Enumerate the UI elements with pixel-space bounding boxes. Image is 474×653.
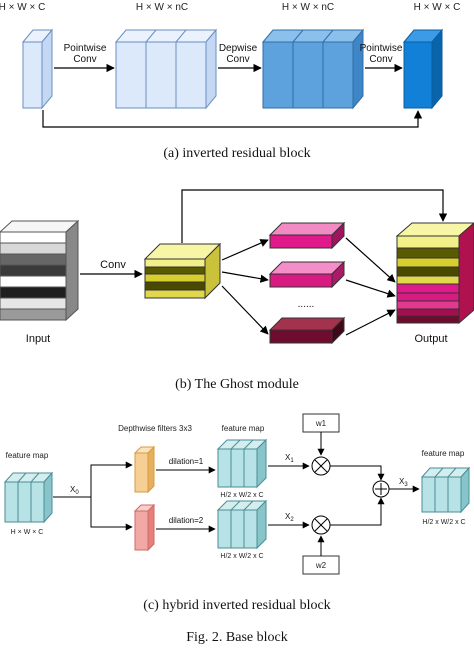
dilation-1-label: dilation=1 [169, 457, 204, 466]
fm-mid-lower [216, 499, 268, 550]
panel-b: Input Conv ...... [0, 189, 474, 392]
ghost-slab-3 [268, 316, 346, 345]
x3-label: X3 [399, 477, 408, 488]
arrow-to-ghost-1 [221, 239, 269, 261]
x1-label: X1 [285, 453, 294, 464]
filter-dilation-2 [133, 503, 156, 552]
ghost-slab-1 [268, 221, 346, 250]
output-label: Output [414, 333, 447, 345]
block-output [402, 28, 444, 110]
caption-a: (a) inverted residual block [163, 146, 310, 161]
multiply-icon-lower [311, 515, 331, 535]
output-stack [395, 222, 474, 325]
dim-label-depthwise: H × W × nC [282, 2, 334, 13]
mid-dim-lower: H/2 x W/2 x C [220, 553, 263, 560]
split-lower [90, 497, 133, 531]
block-input [21, 28, 54, 110]
op3-label-line1: Pointwise [360, 43, 403, 54]
w2-label: w2 [315, 561, 327, 570]
add-icon [372, 480, 390, 498]
arrow-ghost2-to-output [345, 279, 396, 298]
panel-a: H × W × C H × W × nC H × W × nC H × W × … [0, 2, 460, 161]
identity-path [181, 189, 448, 243]
op2-label-line1: Depwise [219, 43, 258, 54]
arrow-to-ghost-2 [221, 271, 269, 283]
dim-label-input: H × W × C [0, 2, 45, 13]
fm-right-dim: H/2 x W/2 x C [422, 519, 465, 526]
fm-mid-upper [216, 438, 268, 489]
arrow-ghost1-to-output [345, 237, 396, 283]
arrow-to-sum-upper [330, 465, 385, 481]
split-upper [90, 461, 133, 497]
input-stack [0, 219, 80, 322]
caption-c: (c) hybrid inverted residual block [143, 598, 330, 613]
op1-label-line2: Conv [73, 54, 96, 65]
dim-label-expand: H × W × nC [136, 2, 188, 13]
caption-b: (b) The Ghost module [175, 377, 299, 392]
x0-label: X0 [70, 485, 79, 496]
fm-left-label: feature map [6, 451, 49, 460]
arrow-ghost3-to-output [345, 309, 396, 336]
dw-filters-label: Depthwise filters 3x3 [118, 424, 192, 433]
residual-connection [42, 110, 423, 128]
ghost-slab-2 [268, 260, 346, 289]
op3-label-line2: Conv [369, 54, 392, 65]
conv-label: Conv [100, 259, 126, 271]
op2-label-line2: Conv [226, 54, 249, 65]
fm-right-label: feature map [422, 449, 465, 458]
dim-label-output: H × W × C [414, 2, 461, 13]
panel-c: feature map H × W × C X0 Depthwise filte… [3, 413, 471, 613]
mid-dim-upper: H/2 x W/2 x C [220, 492, 263, 499]
block-expansion [114, 28, 218, 110]
arrow-to-sum-lower [330, 497, 385, 526]
w1-label: w1 [315, 419, 327, 428]
fm-left-dim: H × W × C [11, 529, 44, 536]
intrinsic-feature-block [143, 242, 222, 300]
filter-dilation-1 [133, 445, 156, 494]
fm-mid-label: feature map [222, 424, 265, 433]
ellipsis: ...... [298, 299, 315, 310]
x2-label: X2 [285, 512, 294, 523]
input-label: Input [26, 333, 50, 345]
op1-label-line1: Pointwise [64, 43, 107, 54]
multiply-icon-upper [311, 456, 331, 476]
figure-caption: Fig. 2. Base block [186, 630, 288, 645]
arrow-to-ghost-3 [221, 285, 269, 335]
block-depthwise [261, 28, 365, 110]
fm-right-block [420, 466, 471, 514]
fm-left-block [3, 471, 54, 524]
dilation-2-label: dilation=2 [169, 516, 204, 525]
